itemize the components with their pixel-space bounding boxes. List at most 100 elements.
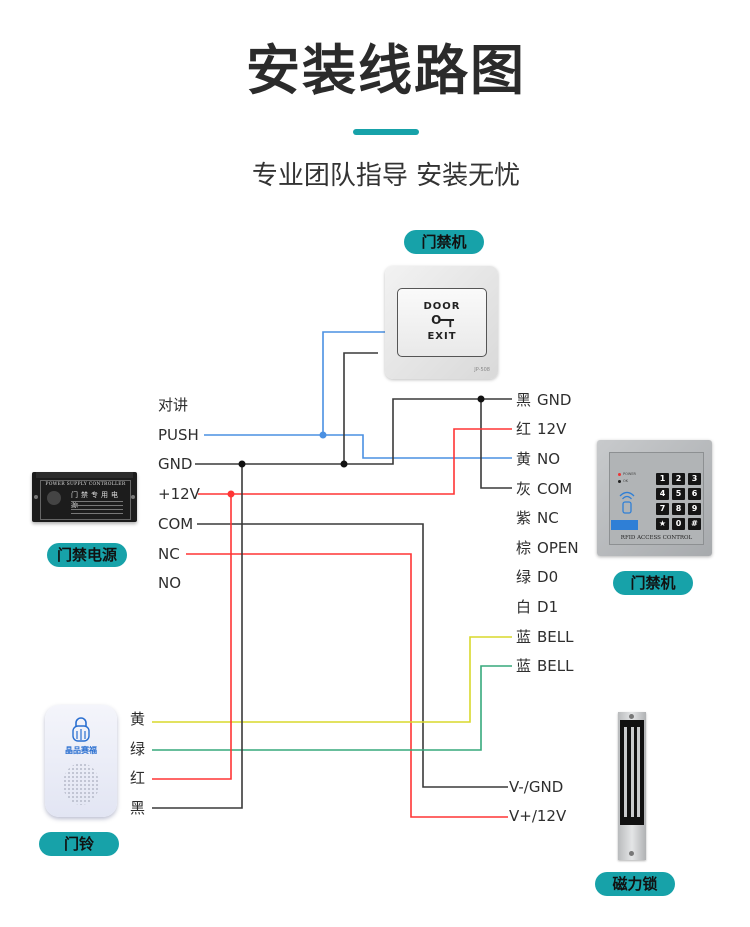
lock-logo-icon [47,491,61,505]
wire-bell-green [152,665,512,751]
terminal-name: GND [537,391,572,409]
wire-color-name: 灰 [516,480,532,498]
terminal-name: BELL [537,628,574,646]
junction-dot-bell-12v [227,490,235,498]
wire-bell-red [152,494,232,780]
doorbell-device: 晶品赛福 [45,705,117,817]
key-hash[interactable]: # [688,518,701,530]
page-subtitle: 专业团队指导 安装无忧 [251,161,521,191]
keypad: 1 2 3 4 5 6 7 8 9 ★ 0 # [656,473,701,530]
key-3[interactable]: 3 [688,473,701,485]
exit-button-door-text: DOOR [423,301,461,312]
key-2[interactable]: 2 [672,473,685,485]
power-terminal-push: PUSH [158,426,199,444]
lock-terminal-gnd: V-/GND [509,778,564,796]
junction-dot-push [319,431,327,439]
access-terminal: 棕 OPEN [516,539,579,557]
power-supply-title: POWER SUPPLY CONTROLLER [45,482,126,487]
power-terminal-no: NO [158,574,182,592]
power-terminal-12v: +12V [158,485,200,503]
fingerprint-icon [72,717,90,742]
exit-button-face: DOOR O━┳ EXIT [397,288,487,357]
wire-gnd-to-black-gnd [195,398,512,465]
access-terminal: 紫 NC [516,509,559,527]
terminal-name: NO [537,450,561,468]
access-terminal: 灰 COM [516,480,572,498]
screw-icon [629,714,634,719]
wire-push-to-no [204,434,512,459]
key-8[interactable]: 8 [672,503,685,515]
key-icon: O━┳ [431,313,454,327]
wire-exit-to-gnd [343,352,378,464]
badge-magnetic-lock: 磁力锁 [595,872,675,896]
terminal-name: D0 [537,568,559,586]
junction-dot-com [477,395,485,403]
wire-bell-black [152,464,243,809]
lock-terminal-12v: V+/12V [509,807,567,825]
wire-color-name: 红 [516,420,532,438]
terminal-name: OPEN [537,539,579,557]
wire-nc-to-lock-12v [186,553,508,818]
indicator-power: POWER [623,472,636,476]
badge-doorbell: 门铃 [39,832,119,856]
terminal-name: COM [537,480,573,498]
key-1[interactable]: 1 [656,473,669,485]
wire-com-to-lock-gnd [197,523,508,788]
access-control-device: POWER OK 1 2 3 4 5 6 7 8 9 ★ 0 # RFID AC… [597,440,712,556]
wire-12v-to-red-12v [198,428,512,495]
power-supply-name: 门禁专用电源 [71,491,121,509]
bell-terminal-black: 黑 [130,799,146,817]
key-0[interactable]: 0 [672,518,685,530]
power-terminal-nc: NC [158,545,180,563]
keypad-panel: POWER OK 1 2 3 4 5 6 7 8 9 ★ 0 # RFID AC… [609,452,704,545]
access-terminal: 黑 GND [516,391,571,409]
wire-color-name: 紫 [516,509,532,527]
key-9[interactable]: 9 [688,503,701,515]
access-terminal: 红 12V [516,420,566,438]
wire-exit-to-push [322,331,385,435]
terminal-name: NC [537,509,559,527]
key-4[interactable]: 4 [656,488,669,500]
exit-button-device: DOOR O━┳ EXIT JP-508 [385,266,498,379]
terminal-name: BELL [537,657,574,675]
magnet-core [620,720,644,825]
screw-icon [629,851,634,856]
wire-color-name: 黄 [516,450,532,468]
power-supply-panel: POWER SUPPLY CONTROLLER 门禁专用电源 [40,480,131,520]
bell-terminal-green: 绿 [130,740,146,758]
exit-button-exit-text: EXIT [427,331,457,342]
key-5[interactable]: 5 [672,488,685,500]
wire-color-name: 绿 [516,568,532,586]
access-terminal: 黄 NO [516,450,560,468]
access-terminal: 蓝 BELL [516,628,574,646]
badge-exit-button: 门禁机 [404,230,484,254]
terminal-name: D1 [537,598,559,616]
wire-color-name: 蓝 [516,628,532,646]
wire-color-name: 棕 [516,539,532,557]
access-terminal: 绿 D0 [516,568,558,586]
junction-dot-exit-gnd [340,460,348,468]
speaker-grille [63,763,99,805]
rfid-icon [619,491,635,514]
wire-bell-yellow [152,636,512,723]
key-star[interactable]: ★ [656,518,669,530]
title-divider [353,129,419,135]
key-7[interactable]: 7 [656,503,669,515]
power-terminal-com: COM [158,515,194,533]
badge-power-supply: 门禁电源 [47,543,127,567]
terminal-name: 12V [537,420,567,438]
power-supply-device: POWER SUPPLY CONTROLLER 门禁专用电源 [32,472,137,522]
exit-button-model: JP-508 [474,367,490,373]
doorbell-brand: 晶品赛福 [65,746,97,755]
page-title: 安装线路图 [246,39,526,102]
junction-dot-bell-gnd [238,460,246,468]
screw-icon [34,495,38,499]
wire-color-name: 黑 [516,391,532,409]
key-6[interactable]: 6 [688,488,701,500]
indicator-ok: OK [623,479,629,483]
screw-icon [131,495,135,499]
badge-access-control: 门禁机 [613,571,693,595]
